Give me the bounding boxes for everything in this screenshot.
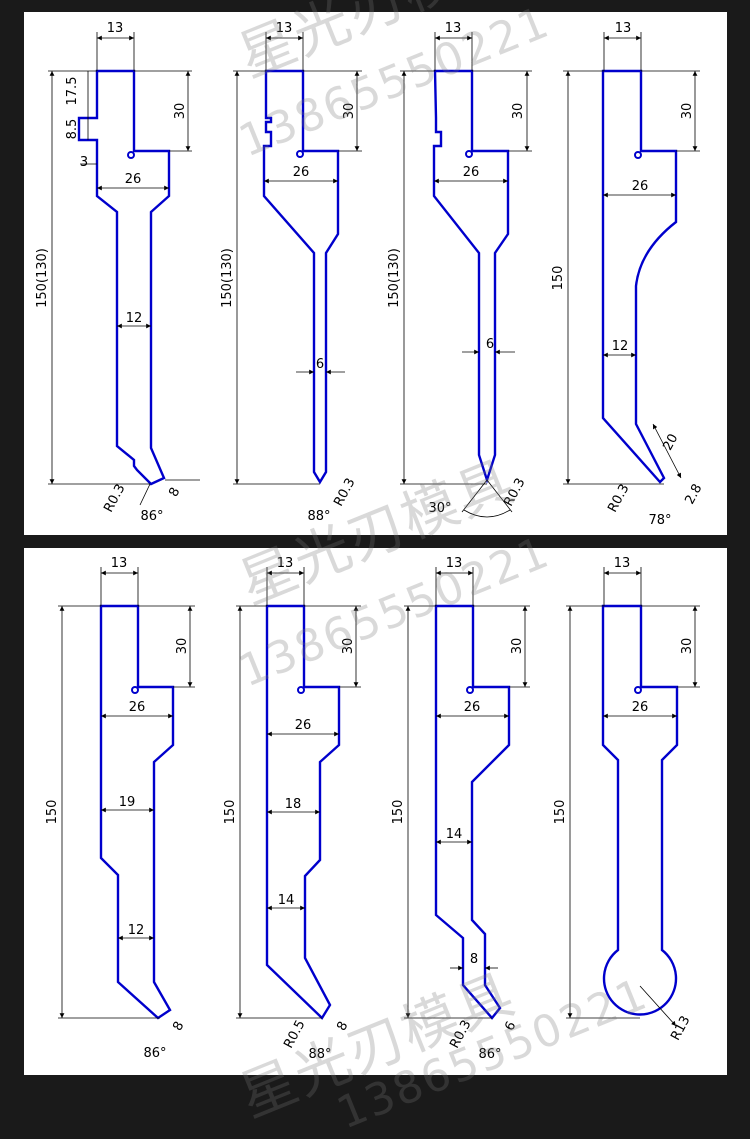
tool-8-top-width: 13 xyxy=(614,556,631,571)
tool-1-top-height: 30 xyxy=(173,103,188,120)
tool-4-outline xyxy=(601,69,678,484)
tool-4-top-height: 30 xyxy=(680,103,695,120)
top-drawing-panel xyxy=(24,12,727,535)
tool-2-neck: 26 xyxy=(293,165,310,180)
tool-7-top-width: 13 xyxy=(446,556,463,571)
tool-1-notch-b: 8.5 xyxy=(65,119,80,140)
tool-1-outline xyxy=(77,69,171,486)
technical-drawing: 13 30 26 12 150(130) 17.5 8.5 3 R0.3 86°… xyxy=(35,21,705,1062)
tool-1-neck: 26 xyxy=(125,172,142,187)
tool-2-angle: 88° xyxy=(307,509,330,524)
tool-8-top-height: 30 xyxy=(680,638,695,655)
tool-4-tip-length: 20 xyxy=(660,432,681,454)
tool-5: 13 30 26 19 12 150 86° 8 xyxy=(45,556,195,1061)
tool-7-height: 150 xyxy=(391,800,406,825)
tool-1-top-width: 13 xyxy=(107,21,124,36)
tool-6-body: 18 xyxy=(285,797,302,812)
tool-5-body-lower: 12 xyxy=(128,923,145,938)
tool-3-top-height: 30 xyxy=(511,103,526,120)
tool-5-neck: 26 xyxy=(129,700,146,715)
tool-1-notch-a: 17.5 xyxy=(65,77,80,106)
tool-4-top-width: 13 xyxy=(615,21,632,36)
tool-2-height: 150(130) xyxy=(220,248,235,308)
tool-2: 13 30 26 6 150(130) 88° R0.3 xyxy=(220,21,362,524)
tool-1-angle: 86° xyxy=(140,509,163,524)
tool-8-outline xyxy=(601,604,679,1016)
tool-6-angle: 88° xyxy=(308,1047,331,1062)
tool-5-tip: 8 xyxy=(170,1019,187,1033)
tool-3-outline xyxy=(432,69,510,484)
tool-2-outline xyxy=(262,69,340,485)
tool-6-top-height: 30 xyxy=(341,638,356,655)
tool-7-tip: 6 xyxy=(502,1019,519,1033)
tool-5-height: 150 xyxy=(45,800,60,825)
tool-7-radius: R0.3 xyxy=(447,1018,474,1051)
tool-8-neck: 26 xyxy=(632,700,649,715)
tool-4-tip: 2.8 xyxy=(682,482,705,507)
tool-4-radius: R0.3 xyxy=(605,482,632,515)
tool-5-outline xyxy=(99,604,175,1020)
tool-2-top-width: 13 xyxy=(276,21,293,36)
tool-2-radius: R0.3 xyxy=(331,476,358,509)
tool-1-radius: R0.3 xyxy=(101,482,128,515)
tool-1-body: 12 xyxy=(126,311,143,326)
tool-6-body-lower: 14 xyxy=(278,893,295,908)
tool-5-angle: 86° xyxy=(143,1046,166,1061)
tool-8-radius: R13 xyxy=(668,1014,693,1044)
tool-8: 13 30 26 150 R13 xyxy=(553,556,700,1043)
tool-7-angle: 86° xyxy=(478,1047,501,1062)
tool-2-top-height: 30 xyxy=(342,103,357,120)
tool-3-radius: R0.3 xyxy=(501,476,528,509)
tool-3-height: 150(130) xyxy=(387,248,402,308)
tool-7-outline xyxy=(434,604,511,1020)
tool-1-height: 150(130) xyxy=(35,248,50,308)
tool-8-height: 150 xyxy=(553,800,568,825)
tool-7-neck: 26 xyxy=(464,700,481,715)
tool-7-top-height: 30 xyxy=(510,638,525,655)
tool-7: 13 30 26 14 8 150 R0.3 86° 6 xyxy=(391,556,530,1062)
tool-5-top-height: 30 xyxy=(175,638,190,655)
tool-4-neck: 26 xyxy=(632,179,649,194)
tool-4-height: 150 xyxy=(551,266,566,291)
tool-6-radius: R0.5 xyxy=(281,1018,308,1051)
tool-3: 13 30 26 6 150(130) 30° R0.3 xyxy=(387,21,532,518)
tool-3-body: 6 xyxy=(486,337,494,352)
tool-3-neck: 26 xyxy=(463,165,480,180)
tool-4-body: 12 xyxy=(612,339,629,354)
tool-7-body: 14 xyxy=(446,827,463,842)
tool-3-angle: 30° xyxy=(428,501,451,516)
tool-7-body-lower: 8 xyxy=(470,952,478,967)
tool-6-tip: 8 xyxy=(334,1019,351,1033)
tool-5-top-width: 13 xyxy=(111,556,128,571)
tool-4-angle: 78° xyxy=(648,513,671,528)
tool-3-top-width: 13 xyxy=(445,21,462,36)
tool-1: 13 30 26 12 150(130) 17.5 8.5 3 R0.3 86°… xyxy=(35,21,200,524)
tool-1-notch-c: 3 xyxy=(80,155,88,170)
tool-6-height: 150 xyxy=(223,800,238,825)
tool-6-top-width: 13 xyxy=(277,556,294,571)
tool-6-neck: 26 xyxy=(295,718,312,733)
tool-4: 13 30 26 12 150 20 R0.3 78° 2.8 xyxy=(551,21,705,528)
tool-6: 13 30 26 18 14 150 R0.5 88° 8 xyxy=(223,556,361,1062)
tool-2-body: 6 xyxy=(316,357,324,372)
tool-5-body: 19 xyxy=(119,795,136,810)
tool-1-tip: 8 xyxy=(166,485,183,499)
